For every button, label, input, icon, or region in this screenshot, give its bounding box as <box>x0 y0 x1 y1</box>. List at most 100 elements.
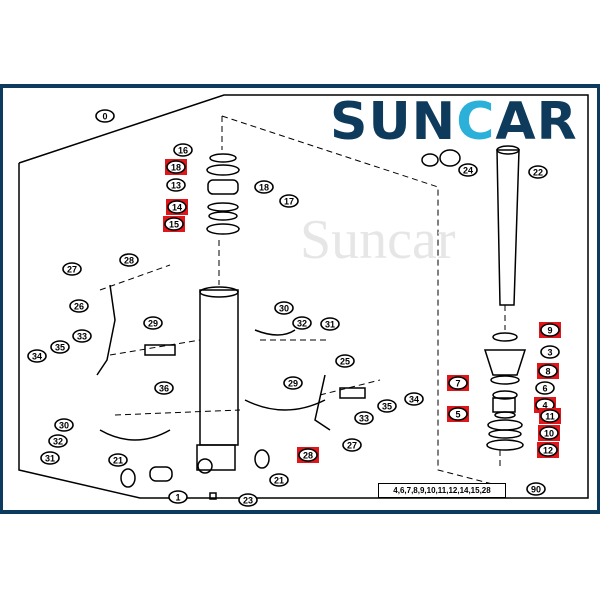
callout-bubble <box>535 381 555 395</box>
callout-number: 9 <box>547 326 552 336</box>
callout-34: 34 <box>27 349 47 363</box>
callout-5: 5 <box>447 406 469 422</box>
callout-bubble <box>404 392 424 406</box>
callout-number: 3 <box>547 348 552 358</box>
callout-bubble <box>354 411 374 425</box>
callout-number: 0 <box>102 112 107 122</box>
callout-3: 3 <box>540 345 560 359</box>
callout-bubble <box>254 180 274 194</box>
callout-28: 28 <box>119 253 139 267</box>
callout-32: 32 <box>48 434 68 448</box>
callout-21: 21 <box>108 453 128 467</box>
callout-36: 36 <box>154 381 174 395</box>
callout-33: 33 <box>354 411 374 425</box>
callout-number: 11 <box>545 412 555 422</box>
callout-27: 27 <box>342 438 362 452</box>
callout-bubble <box>448 407 468 421</box>
callout-18: 18 <box>165 159 187 175</box>
callout-31: 31 <box>320 317 340 331</box>
callout-number: 14 <box>172 203 182 213</box>
callout-number: 31 <box>325 320 335 330</box>
callout-number: 33 <box>77 332 87 342</box>
callout-bubble <box>167 200 187 214</box>
callout-16: 16 <box>173 143 193 157</box>
watermark: Suncar <box>300 209 456 271</box>
callout-number: 6 <box>542 384 547 394</box>
callout-bubble <box>143 316 163 330</box>
callout-number: 36 <box>159 384 169 394</box>
callout-number: 27 <box>67 265 77 275</box>
callout-number: 8 <box>545 367 550 377</box>
callout-number: 16 <box>178 146 188 156</box>
callout-number: 28 <box>124 256 134 266</box>
callout-bubble <box>119 253 139 267</box>
callout-bubble <box>320 317 340 331</box>
callout-bubble <box>27 349 47 363</box>
callout-bubble <box>164 217 184 231</box>
callout-number: 15 <box>169 220 179 230</box>
callout-23: 23 <box>238 493 258 507</box>
callout-number: 33 <box>359 414 369 424</box>
callout-bubble <box>279 194 299 208</box>
callout-number: 18 <box>171 163 181 173</box>
callout-number: 17 <box>284 197 294 207</box>
callout-bubble <box>298 448 318 462</box>
callout-35: 35 <box>50 340 70 354</box>
callout-bubble <box>62 262 82 276</box>
callout-number: 23 <box>243 496 253 506</box>
callout-17: 17 <box>279 194 299 208</box>
callout-number: 31 <box>45 454 55 464</box>
callout-bubble <box>335 354 355 368</box>
callout-number: 13 <box>171 181 181 191</box>
callout-number: 34 <box>409 395 419 405</box>
callout-33: 33 <box>72 329 92 343</box>
callout-number: 27 <box>347 441 357 451</box>
callout-number: 90 <box>531 485 541 495</box>
callout-32: 32 <box>292 316 312 330</box>
callout-1: 1 <box>168 490 188 504</box>
callout-90: 90 <box>526 482 546 496</box>
callout-9: 9 <box>539 322 561 338</box>
callout-bubble <box>54 418 74 432</box>
callout-bubble <box>269 473 289 487</box>
callout-18: 18 <box>254 180 274 194</box>
callout-bubble <box>538 443 558 457</box>
callout-bubble <box>292 316 312 330</box>
callout-number: 29 <box>288 379 298 389</box>
callout-bubble <box>377 399 397 413</box>
callout-number: 24 <box>463 166 473 176</box>
callout-bubble <box>50 340 70 354</box>
callout-bubble <box>69 299 89 313</box>
callout-number: 22 <box>533 168 543 178</box>
callout-number: 5 <box>455 410 460 420</box>
callout-bubble <box>166 178 186 192</box>
callout-6: 6 <box>535 381 555 395</box>
callout-number: 10 <box>544 429 554 439</box>
callout-30: 30 <box>274 301 294 315</box>
callout-bubble <box>168 490 188 504</box>
callout-0: 0 <box>95 109 115 123</box>
callout-29: 29 <box>283 376 303 390</box>
callout-bubble <box>283 376 303 390</box>
callout-number: 1 <box>175 493 180 503</box>
callout-22: 22 <box>528 165 548 179</box>
callout-number: 30 <box>59 421 69 431</box>
callout-bubble <box>538 364 558 378</box>
callout-24: 24 <box>458 163 478 177</box>
callout-bubble <box>540 345 560 359</box>
outer-frame <box>0 84 600 514</box>
callout-number: 18 <box>259 183 269 193</box>
callout-27: 27 <box>62 262 82 276</box>
callout-bubble <box>458 163 478 177</box>
callout-13: 13 <box>166 178 186 192</box>
callout-bubble <box>238 493 258 507</box>
callout-number: 21 <box>274 476 284 486</box>
callout-26: 26 <box>69 299 89 313</box>
callout-11: 11 <box>539 408 561 424</box>
callout-number: 32 <box>53 437 63 447</box>
callout-10: 10 <box>538 425 560 441</box>
callout-bubble <box>448 376 468 390</box>
callout-bubble <box>173 143 193 157</box>
